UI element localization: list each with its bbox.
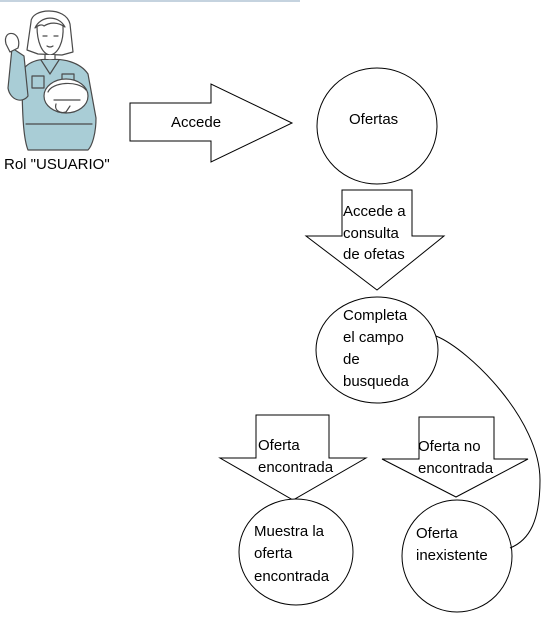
show-offer-node bbox=[238, 498, 354, 606]
missing-label-line-1: Oferta bbox=[416, 525, 458, 542]
complete-label-line-2: el campo bbox=[343, 329, 404, 346]
found-arrow bbox=[218, 414, 368, 501]
consult-label-line-2: consulta bbox=[343, 225, 399, 242]
complete-label-line-4: busqueda bbox=[343, 373, 409, 390]
consult-label-line-3: de ofetas bbox=[343, 246, 405, 263]
complete-label-line-1: Completa bbox=[343, 307, 408, 324]
ofertas-node bbox=[316, 67, 438, 185]
consult-arrow bbox=[304, 189, 446, 291]
not-found-label-line-2: encontrada bbox=[418, 460, 494, 477]
missing-label-line-2: inexistente bbox=[416, 547, 488, 564]
accede-arrow bbox=[129, 83, 294, 163]
consult-label-line-1: Accede a bbox=[343, 203, 406, 220]
user-figure-icon bbox=[4, 10, 97, 151]
missing-offer-node bbox=[401, 499, 513, 613]
ofertas-label: Ofertas bbox=[349, 111, 399, 128]
show-label-line-2: oferta bbox=[254, 545, 293, 562]
role-label: Rol "USUARIO" bbox=[4, 156, 110, 173]
show-label-line-3: encontrada bbox=[254, 568, 330, 585]
accede-label: Accede bbox=[171, 114, 222, 131]
complete-label-line-3: de bbox=[343, 351, 360, 368]
top-border bbox=[0, 0, 300, 2]
show-label-line-1: Muestra la bbox=[254, 523, 325, 540]
return-connector bbox=[435, 335, 541, 549]
found-label-line-2: encontrada bbox=[258, 459, 334, 476]
complete-search-node bbox=[315, 296, 439, 404]
not-found-label-line-1: Oferta no bbox=[418, 438, 481, 455]
not-found-arrow bbox=[381, 416, 529, 498]
found-label-line-1: Oferta bbox=[258, 437, 300, 454]
